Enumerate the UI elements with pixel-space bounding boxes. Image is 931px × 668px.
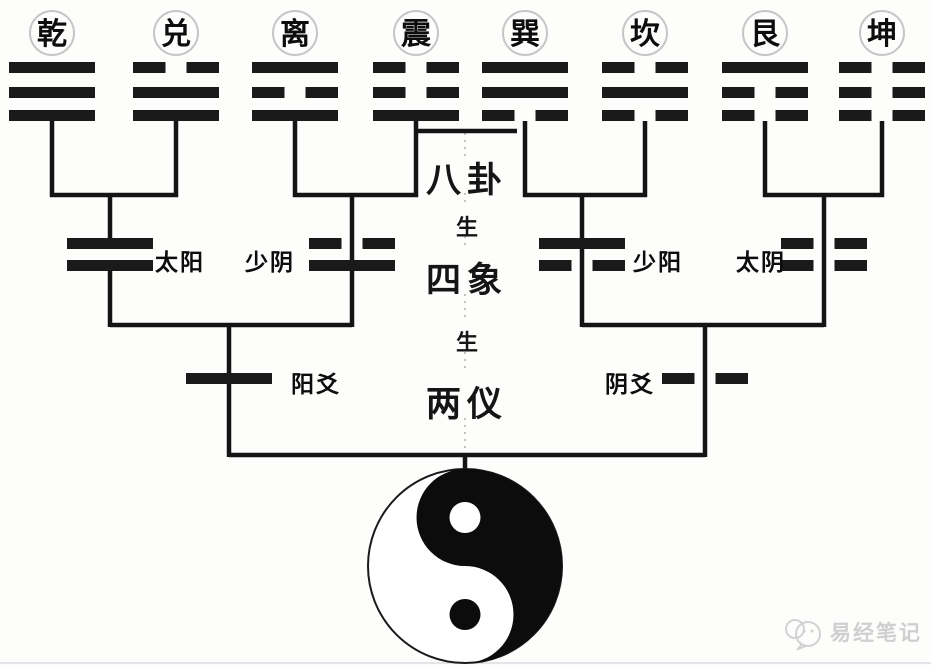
trigram-line-broken (133, 62, 219, 73)
watermark-logo-icon (785, 619, 821, 650)
trigram-line-solid (9, 110, 95, 121)
trigram-name-circle: 乾 (29, 10, 75, 56)
label-sheng-1: 生 (455, 215, 479, 240)
four-image-line-solid (67, 260, 153, 271)
trigram-line-solid (482, 62, 568, 73)
trigram-name-circle: 坤 (859, 10, 905, 56)
trigram-line-solid (722, 62, 808, 73)
two-form-label: 阴爻 (605, 371, 655, 397)
four-image-line-solid (67, 238, 153, 249)
two-form-line-solid (186, 373, 272, 384)
four-image-line-broken (309, 238, 395, 249)
watermark-text: 易经笔记 (830, 622, 922, 645)
trigram-name-circle: 艮 (742, 10, 788, 56)
trigram-line-broken (839, 110, 925, 121)
watermark: 易经笔记 (782, 614, 922, 650)
taiji-icon (367, 468, 563, 664)
trigram-line-solid (482, 87, 568, 98)
label-liangyi: 两仪 (425, 385, 509, 424)
trigram-line-broken (602, 110, 688, 121)
four-image-line-broken (781, 260, 867, 271)
four-image-line-solid (539, 238, 625, 249)
trigram-line-broken (482, 110, 568, 121)
trigram-name-circle: 兑 (153, 10, 199, 56)
four-image-line-solid (309, 260, 395, 271)
two-form-label: 阳爻 (291, 371, 341, 397)
four-image-label: 太阳 (155, 249, 205, 275)
two-form-line-broken (662, 373, 748, 384)
trigram-line-solid (252, 62, 338, 73)
trigram-line-solid (373, 110, 459, 121)
trigram-line-broken (373, 87, 459, 98)
label-bagua: 八卦 (425, 161, 509, 200)
trigram-name-circle: 离 (272, 10, 318, 56)
trigram-name-circle: 坎 (622, 10, 668, 56)
trigram-line-broken (839, 62, 925, 73)
four-image-line-broken (781, 238, 867, 249)
trigram-line-solid (9, 62, 95, 73)
label-sixiang: 四象 (425, 261, 509, 300)
trigram-name-circle: 巽 (502, 10, 548, 56)
trigram-line-broken (839, 87, 925, 98)
label-sheng-2: 生 (455, 330, 479, 355)
trigram-line-solid (133, 87, 219, 98)
four-image-label: 少阳 (633, 249, 683, 275)
trigram-line-broken (722, 87, 808, 98)
trigram-line-solid (602, 87, 688, 98)
trigram-line-broken (602, 62, 688, 73)
trigram-line-solid (9, 87, 95, 98)
four-image-label: 少阴 (245, 249, 295, 275)
trigram-line-broken (722, 110, 808, 121)
trigram-line-broken (252, 87, 338, 98)
four-image-label: 太阴 (736, 249, 786, 275)
trigram-line-broken (373, 62, 459, 73)
trigram-line-solid (252, 110, 338, 121)
four-image-line-broken (539, 260, 625, 271)
trigram-name-circle: 震 (393, 10, 439, 56)
trigram-line-solid (133, 110, 219, 121)
